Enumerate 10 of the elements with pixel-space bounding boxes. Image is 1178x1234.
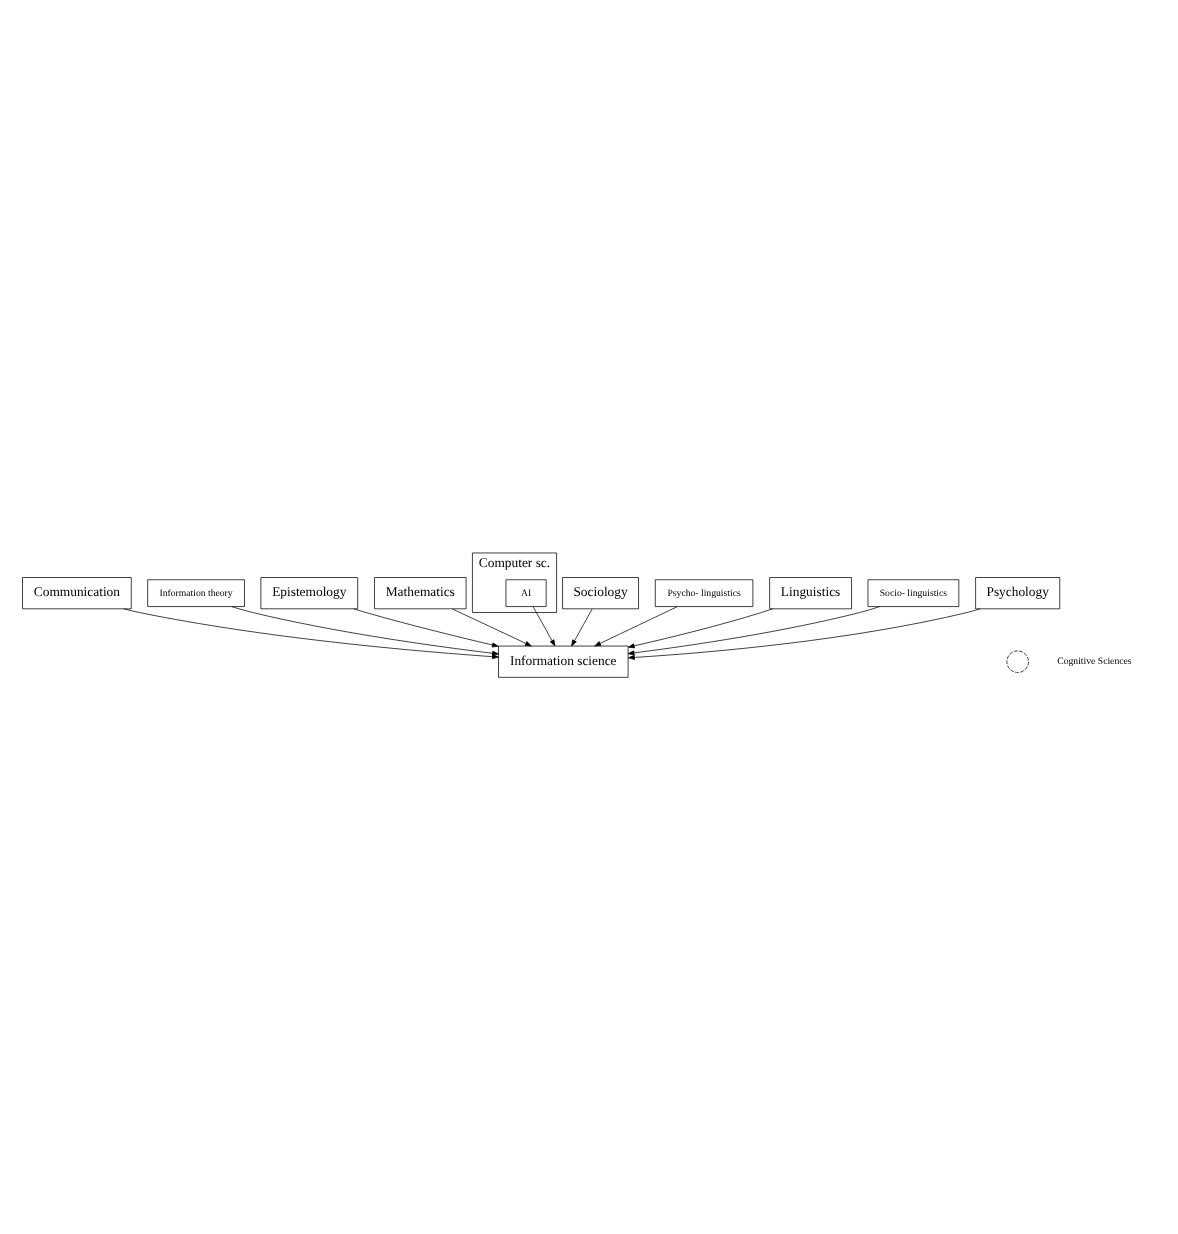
arrow xyxy=(628,608,981,660)
arrow xyxy=(532,606,556,647)
arrow xyxy=(231,606,499,656)
arrow xyxy=(627,608,773,649)
arrow xyxy=(452,608,532,647)
arrow xyxy=(627,606,880,656)
arrow xyxy=(571,608,593,647)
arrow xyxy=(123,608,499,660)
arrow xyxy=(594,606,678,647)
arrow xyxy=(353,608,499,648)
